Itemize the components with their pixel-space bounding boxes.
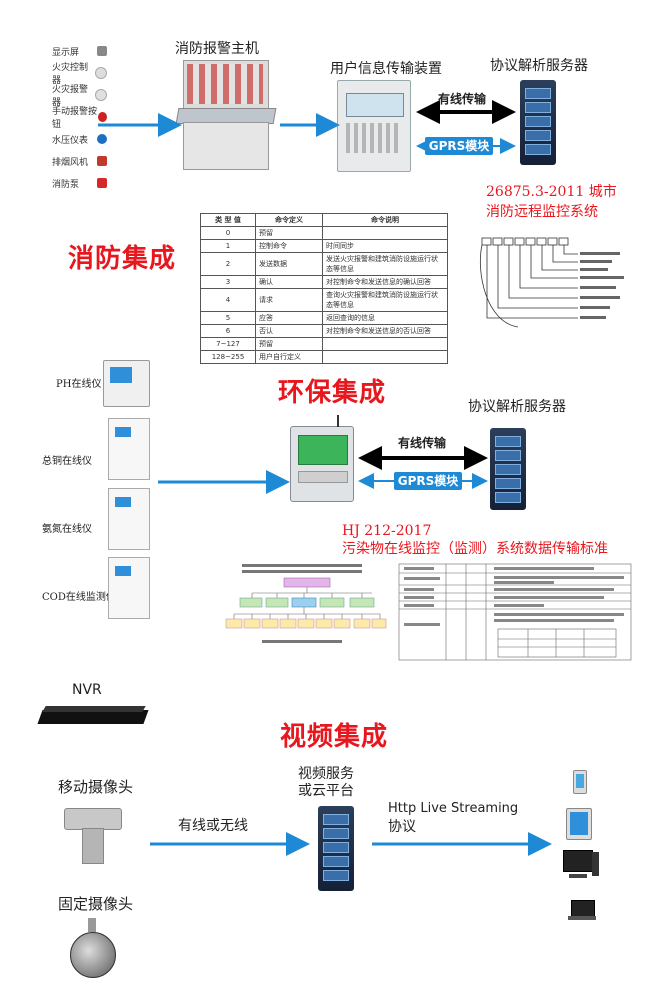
- env-data-collector: [290, 415, 354, 502]
- fire-standard: 26875.3-2011 城市 消防远程监控系统: [486, 184, 617, 220]
- instrument-cod-device: [108, 557, 150, 619]
- env-arrows: [158, 446, 488, 494]
- fixed-camera: [64, 918, 120, 986]
- video-protocol-label: Http Live Streaming 协议: [388, 801, 519, 835]
- video-platform-server: [318, 806, 354, 891]
- fire-table-cell: 控制命令: [255, 239, 323, 253]
- video-link-label: 有线或无线: [178, 818, 248, 834]
- laptop-icon: [568, 900, 596, 922]
- mobile-camera-label: 移动摄像头: [58, 778, 134, 796]
- fire-table-cell: [322, 350, 448, 364]
- gauge-icon: [97, 134, 107, 144]
- tablet-icon: [566, 808, 592, 840]
- device-pressure-gauge: 水压仪表: [52, 130, 107, 148]
- phone-icon: [573, 770, 587, 794]
- video-section-title: 视频集成: [280, 722, 389, 752]
- fire-table-cell: 对控制命令和发送信息的否认回答: [322, 324, 448, 338]
- fire-table-cell: 4: [200, 288, 256, 312]
- video-platform-label: 视频服务 或云平台: [298, 766, 354, 799]
- device-display: 显示屏: [52, 42, 107, 60]
- fire-table-cell: 1: [200, 239, 256, 253]
- fire-table-cell: [322, 337, 448, 351]
- fire-table-cell: 应答: [255, 311, 323, 325]
- fire-frame-diagram: [479, 237, 624, 328]
- fire-section-title: 消防集成: [68, 244, 177, 274]
- fire-table-cell: 对控制命令和发送信息的确认回答: [322, 275, 448, 289]
- device-fire-controller: 火灾控制器: [52, 63, 107, 86]
- fire-table-cell: 请求: [255, 288, 323, 312]
- fire-table-cell: 2: [200, 252, 256, 276]
- fire-table-cell: 7~127: [200, 337, 256, 351]
- fire-table-cell: [322, 226, 448, 240]
- env-gprs-label: GPRS模块: [394, 472, 462, 490]
- alarm-icon: [95, 89, 107, 101]
- fire-table-cell: 用户自行定义: [255, 350, 323, 364]
- instrument-ammonia-device: [108, 488, 150, 550]
- env-structure-diagram: [225, 564, 387, 643]
- fire-gprs-label: GPRS模块: [425, 137, 493, 155]
- fire-transmitter-label: 用户信息传输装置: [330, 61, 442, 77]
- instrument-ph-device: [103, 360, 150, 407]
- fire-table-cell: 128~255: [200, 350, 256, 364]
- instrument-cod-label: COD在线监测仪: [42, 592, 116, 603]
- fixed-camera-label: 固定摄像头: [58, 895, 134, 913]
- nvr-label: NVR: [72, 682, 102, 698]
- controller-icon: [95, 67, 107, 79]
- fire-table-cell: 预留: [255, 337, 323, 351]
- manual-button-icon: [98, 112, 107, 122]
- fire-table-cell: 返回查询的信息: [322, 311, 448, 325]
- fire-host-label: 消防报警主机: [175, 41, 259, 57]
- instrument-copper-device: [108, 418, 150, 480]
- fire-table-cell: 6: [200, 324, 256, 338]
- fire-wired-label: 有线传输: [438, 92, 487, 106]
- env-standard: HJ 212-2017 污染物在线监控（监测）系统数据传输标准: [342, 523, 608, 557]
- fire-table-cell: 查询火灾报警和建筑消防设施运行状态等信息: [322, 288, 448, 312]
- fire-alarm-cabinet: [175, 60, 277, 170]
- fire-table-cell: 3: [200, 275, 256, 289]
- fan-icon: [97, 156, 107, 166]
- fire-table-cell: 确认: [255, 275, 323, 289]
- fire-arrows: [98, 100, 516, 154]
- device-smoke-fan: 排烟风机: [52, 152, 107, 170]
- pump-icon: [97, 178, 107, 188]
- user-info-transmitter: [337, 80, 411, 172]
- fire-table-cell: 发送火灾报警和建筑消防设施运行状态等信息: [322, 252, 448, 276]
- fire-table-cell: 0: [200, 226, 256, 240]
- fire-server-label: 协议解析服务器: [490, 58, 588, 74]
- fire-table-cell: 否认: [255, 324, 323, 338]
- video-arrows: [150, 832, 552, 856]
- display-icon: [97, 46, 107, 56]
- fire-table-cell: 预留: [255, 226, 323, 240]
- fire-table-cell: 5: [200, 311, 256, 325]
- desktop-icon: [563, 850, 599, 884]
- mobile-camera: [60, 806, 124, 864]
- instrument-copper-label: 总铜在线仪: [42, 456, 92, 467]
- fire-protocol-server: [520, 80, 556, 165]
- instrument-ph-label: PH在线仪: [56, 379, 102, 390]
- nvr-device: [37, 706, 149, 726]
- device-fire-pump: 消防泵: [52, 174, 107, 192]
- instrument-ammonia-label: 氨氮在线仪: [42, 524, 92, 535]
- fire-device-list: 显示屏 火灾控制器 火灾报警器 手动报警按钮 水压仪表 排烟风机 消防泵: [52, 42, 107, 192]
- env-wired-label: 有线传输: [398, 436, 447, 450]
- device-fire-alarm: 火灾报警器: [52, 85, 107, 108]
- env-data-table: [398, 563, 632, 661]
- fire-table-cell: 时间同步: [322, 239, 448, 253]
- fire-table-cell: 发送数据: [255, 252, 323, 276]
- env-section-title: 环保集成: [278, 378, 387, 408]
- device-manual-button: 手动报警按钮: [52, 107, 107, 130]
- env-protocol-server: [490, 428, 526, 510]
- env-server-label: 协议解析服务器: [468, 399, 566, 415]
